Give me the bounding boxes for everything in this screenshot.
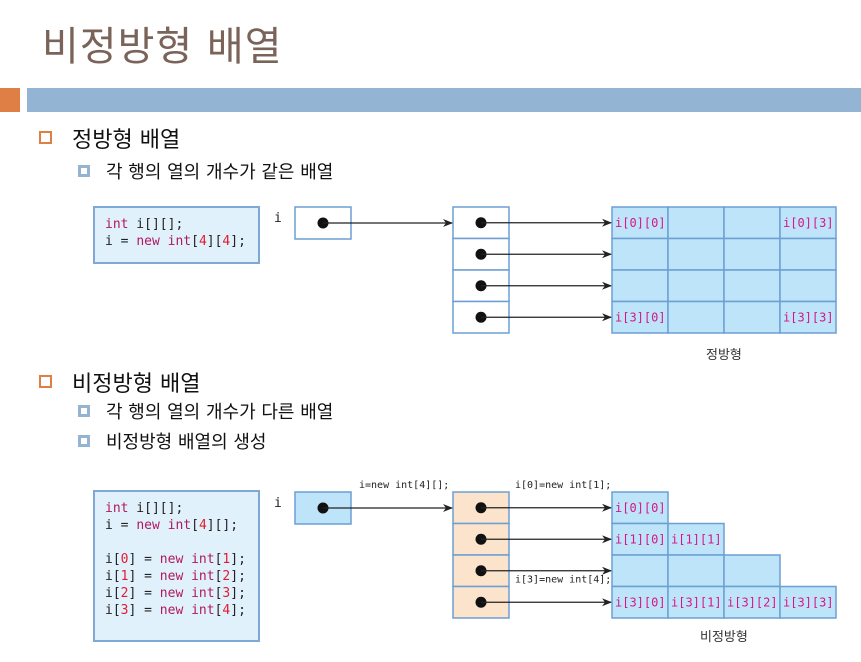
- var-label: i: [274, 496, 282, 511]
- array-cell: [723, 300, 781, 334]
- array-cell: [667, 300, 725, 334]
- square-bullet-icon: [39, 131, 52, 144]
- square-bullet-icon: [78, 165, 90, 177]
- cell-label: i[1][0]: [615, 532, 666, 546]
- code-box-square: int i[][]; i = new int[4][4];: [93, 206, 260, 264]
- code-line: i[3] = new int[4];: [105, 603, 246, 618]
- section-heading-square: 정방형 배열: [39, 122, 181, 154]
- array-cell: [667, 206, 725, 240]
- cell-label: i[0][0]: [615, 216, 666, 230]
- array-cell: [779, 300, 837, 334]
- array-cell: [779, 237, 837, 271]
- cell-label: i[3][0]: [615, 310, 666, 324]
- array-cell: [667, 554, 725, 588]
- array-cell: [723, 269, 781, 303]
- cell-label: i[1][1]: [671, 532, 722, 546]
- cell-label: i[3][0]: [615, 595, 666, 609]
- section-heading-jagged: 비정방형 배열: [39, 366, 201, 398]
- square-bullet-icon: [39, 375, 52, 388]
- square-bullet-icon: [78, 405, 90, 417]
- array-cell: [723, 554, 781, 588]
- arrow-label: i[3]=new int[4];: [515, 575, 611, 586]
- array-cell: [779, 269, 837, 303]
- cell-label: i[0][0]: [615, 501, 666, 515]
- list-item: 각 행의 열의 개수가 같은 배열: [78, 158, 334, 184]
- code-line: i = new int[4][];: [105, 518, 239, 533]
- code-box-jagged: int i[][]; i = new int[4][]; i[0] = new i…: [93, 490, 260, 642]
- caption-square: 정방형: [706, 348, 742, 363]
- list-item-text: 각 행의 열의 개수가 다른 배열: [106, 402, 334, 423]
- cell-label: i[3][1]: [671, 595, 722, 609]
- array-cell: [779, 585, 837, 619]
- array-cell: [667, 237, 725, 271]
- heading-text: 정방형 배열: [72, 128, 181, 153]
- list-item-text: 각 행의 열의 개수가 같은 배열: [106, 162, 334, 183]
- code-line: int i[][];: [105, 217, 184, 232]
- array-cell: [611, 269, 669, 303]
- array-cell: [779, 206, 837, 240]
- var-label: i: [274, 211, 282, 226]
- array-cell: [611, 491, 669, 525]
- cell-label: i[3][3]: [783, 310, 834, 324]
- array-cell: [611, 237, 669, 271]
- heading-text: 비정방형 배열: [72, 372, 201, 397]
- array-cell: [611, 554, 669, 588]
- square-bullet-icon: [78, 435, 90, 447]
- arrow-label: i=new int[4][];: [359, 480, 449, 491]
- cell-label: i[3][2]: [727, 595, 778, 609]
- accent-bar-orange: [0, 88, 20, 112]
- arrow-label: i[0]=new int[1];: [515, 480, 611, 491]
- code-line: i[1] = new int[2];: [105, 569, 246, 584]
- code-line: int i[][];: [105, 501, 184, 516]
- array-cell: [723, 237, 781, 271]
- code-line: i[2] = new int[3];: [105, 586, 246, 601]
- cell-label: i[0][3]: [783, 216, 834, 230]
- list-item-text: 비정방형 배열의 생성: [106, 432, 267, 453]
- code-line: i[0] = new int[1];: [105, 552, 246, 567]
- accent-bar-blue: [27, 88, 861, 112]
- caption-jagged: 비정방형: [700, 630, 748, 645]
- list-item: 비정방형 배열의 생성: [78, 428, 267, 454]
- array-cell: [667, 269, 725, 303]
- page-title: 비정방형 배열: [42, 24, 283, 70]
- code-line: i = new int[4][4];: [105, 234, 246, 249]
- cell-label: i[3][3]: [783, 595, 834, 609]
- list-item: 각 행의 열의 개수가 다른 배열: [78, 398, 334, 424]
- array-cell: [723, 206, 781, 240]
- array-cell: [667, 585, 725, 619]
